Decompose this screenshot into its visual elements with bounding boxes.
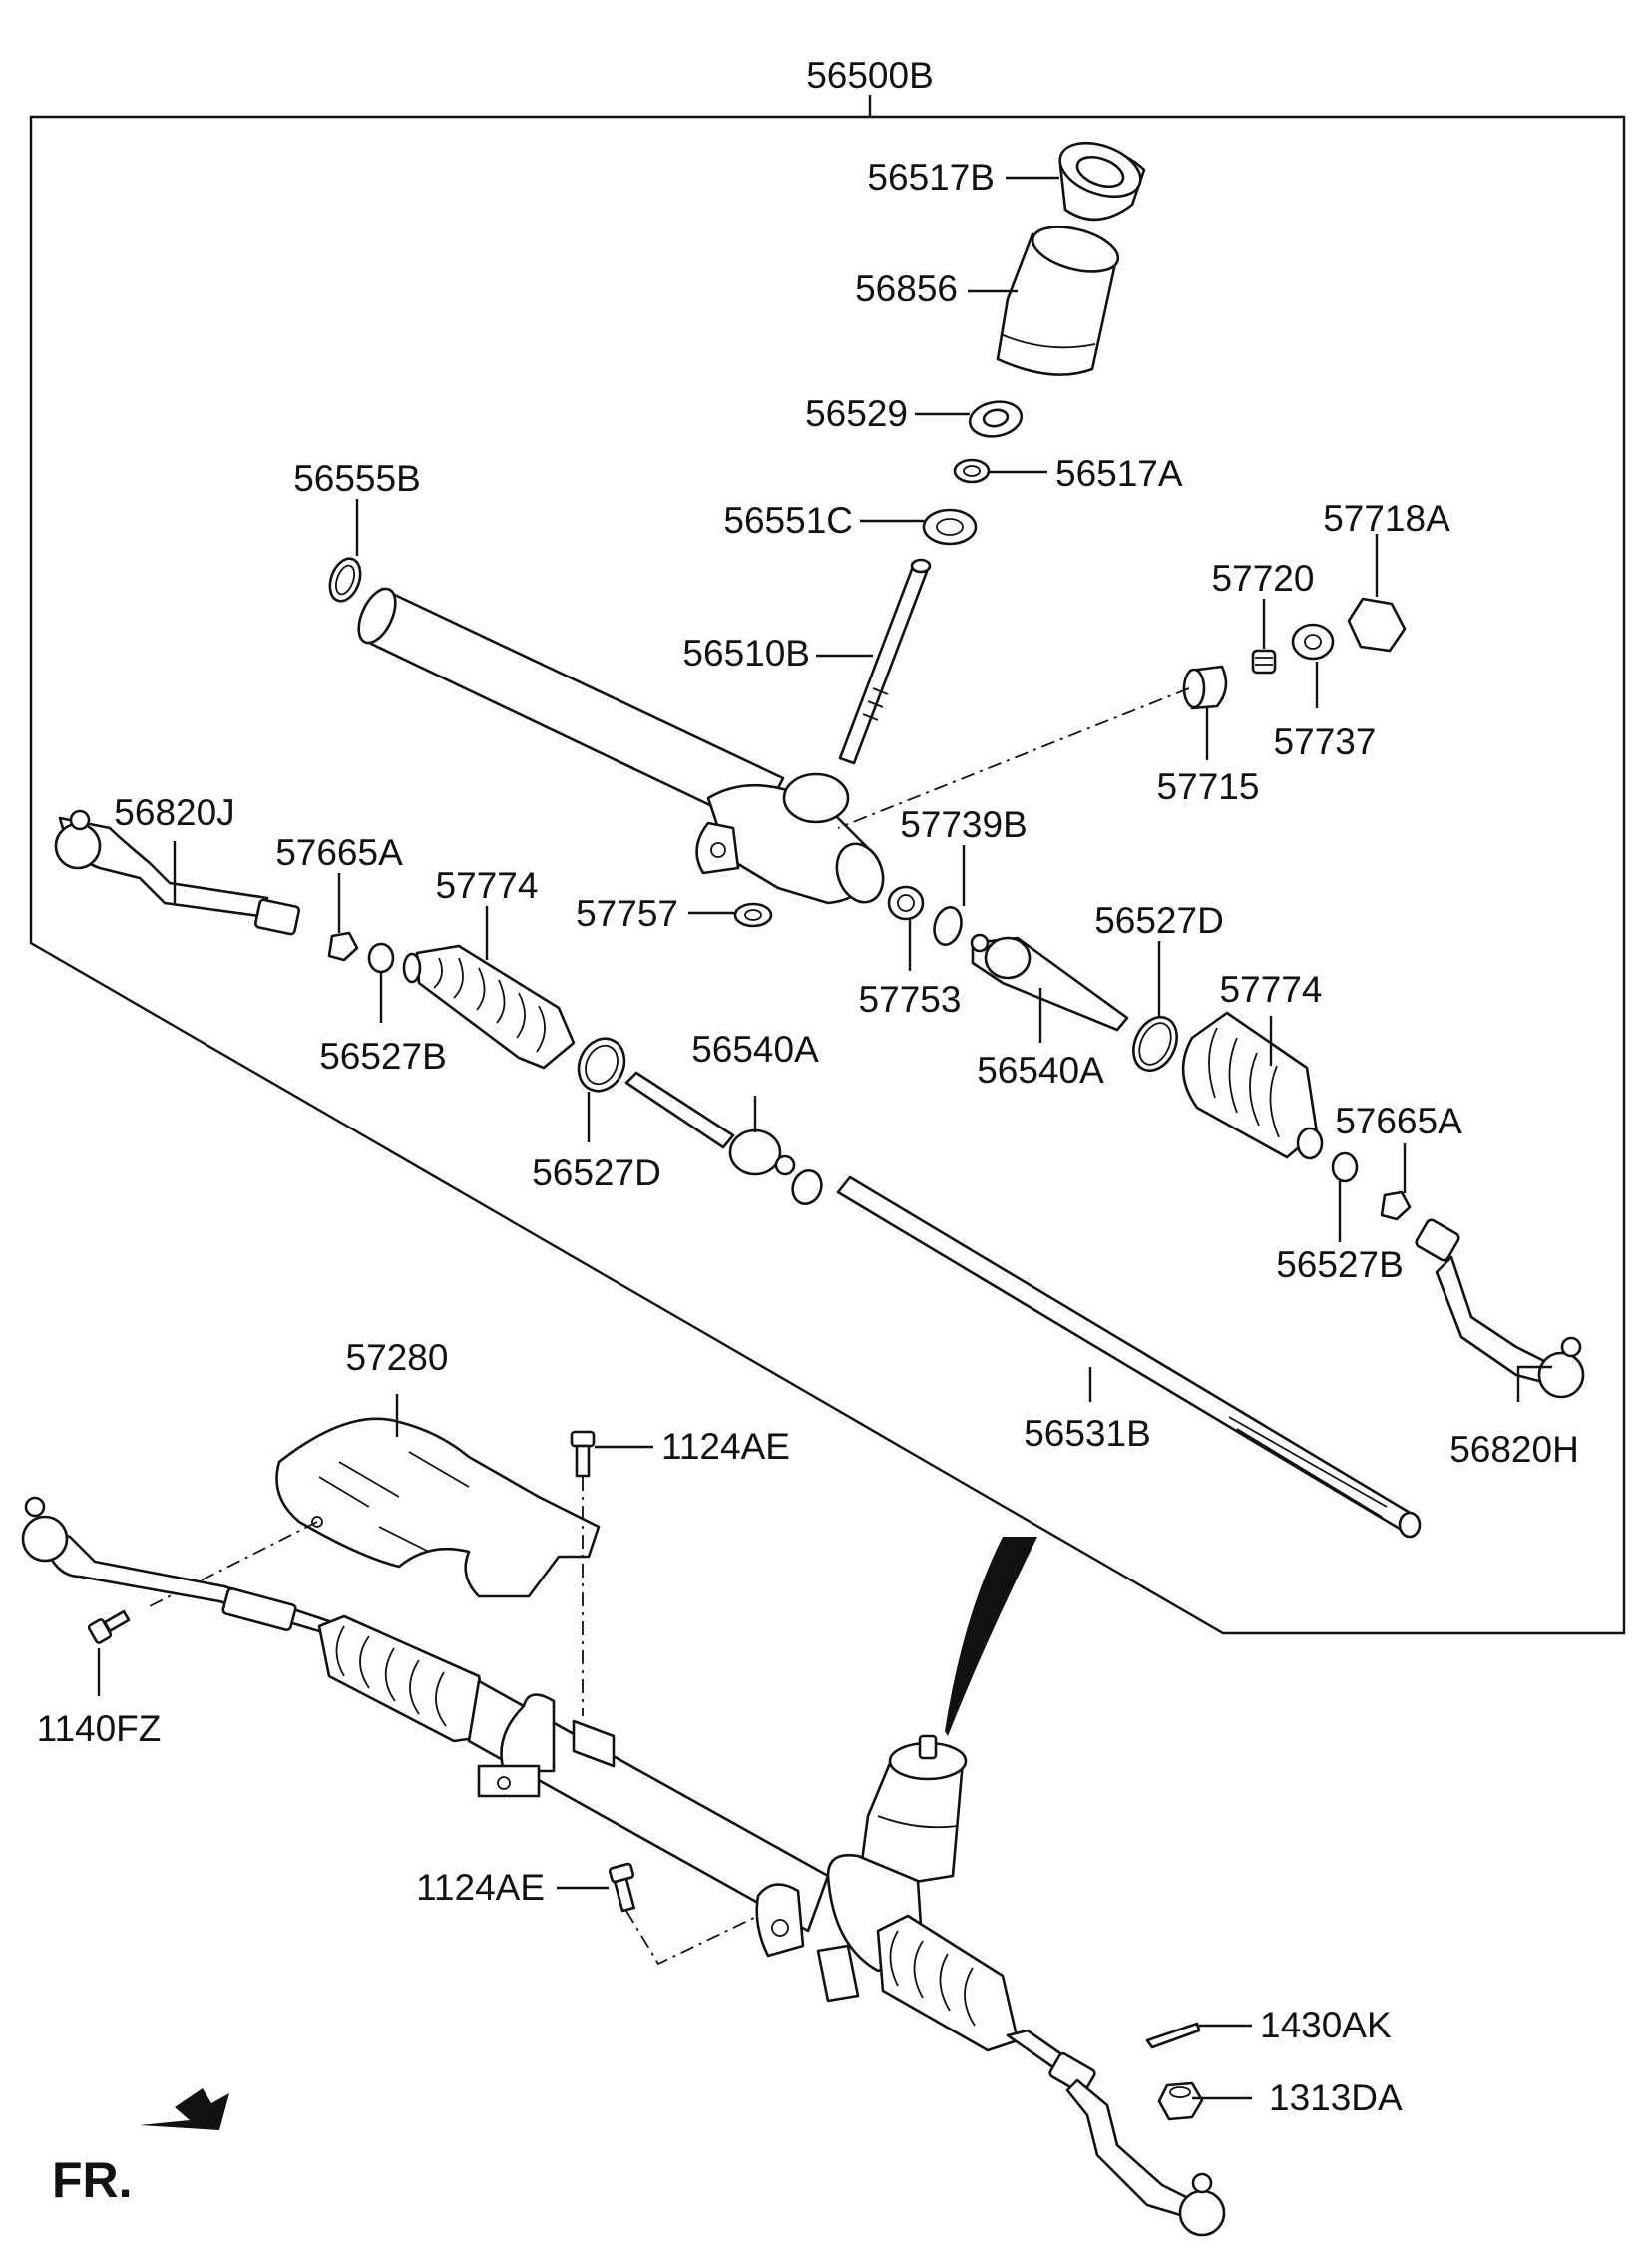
- part-1430AK-cotter-pin: [1145, 2022, 1201, 2049]
- label-57665A-left: 57665A: [275, 832, 403, 873]
- label-56500B: 56500B: [806, 55, 934, 96]
- part-57753-bushing: [887, 885, 925, 921]
- label-57753: 57753: [859, 979, 962, 1020]
- assembled-steering-gear: [21, 1496, 1226, 2237]
- label-1124AE-top: 1124AE: [661, 1426, 790, 1467]
- label-56527D-left: 56527D: [532, 1152, 661, 1193]
- bolt-bottom-axis-line: [625, 1910, 759, 1966]
- label-56555B: 56555B: [293, 458, 421, 499]
- part-rack-housing: [357, 587, 885, 905]
- part-56555B-o-ring: [328, 557, 362, 603]
- part-56856-housing: [996, 226, 1120, 376]
- part-1140FZ-bolt-left: [87, 1609, 131, 1644]
- part-56540A-inner-rod-right: [970, 933, 1129, 1032]
- part-56531B-rack-bar: [836, 1175, 1422, 1539]
- label-1124AE-bottom: 1124AE: [416, 1867, 545, 1908]
- label-57774-left: 57774: [436, 865, 539, 906]
- label-56531B: 56531B: [1024, 1413, 1151, 1454]
- label-57720: 57720: [1212, 558, 1315, 599]
- part-1313DA-castle-nut: [1157, 2081, 1204, 2121]
- part-56517A-snap-ring: [953, 458, 991, 484]
- part-56510B-pinion-shaft: [838, 558, 932, 765]
- assembly-frame: [29, 95, 1626, 1635]
- label-57774-right: 57774: [1220, 969, 1323, 1010]
- part-56517B-cover: [1058, 141, 1146, 222]
- part-56527D-band-right: [1132, 1015, 1178, 1073]
- label-57665A-right: 57665A: [1335, 1101, 1462, 1141]
- part-57665A-lock-nut-right: [1380, 1190, 1412, 1221]
- label-56540A-left: 56540A: [691, 1029, 819, 1070]
- part-1124AE-bolt-top: [570, 1430, 596, 1478]
- part-57665A-lock-nut-left: [327, 931, 359, 962]
- label-57718A: 57718A: [1323, 498, 1450, 539]
- label-56510B: 56510B: [682, 633, 810, 674]
- label-1430AK: 1430AK: [1260, 2005, 1392, 2045]
- part-57720-spring: [1251, 649, 1277, 675]
- part-labels: 56500B 56517B 56856 56529 56517A 56551C …: [37, 55, 1579, 2208]
- view-direction-pointer: [945, 1537, 1037, 1736]
- part-57739B-stop-ring: [933, 906, 963, 946]
- label-56856: 56856: [855, 268, 958, 309]
- label-57757: 57757: [576, 893, 678, 934]
- part-56551C-ring: [922, 508, 978, 546]
- part-56820H-tie-rod-end-right: [1415, 1218, 1585, 1399]
- label-56517B: 56517B: [867, 157, 995, 198]
- label-56529: 56529: [805, 393, 908, 434]
- label-1313DA: 1313DA: [1269, 2077, 1403, 2118]
- label-56527B-left: 56527B: [319, 1036, 447, 1077]
- part-56527B-clip-right: [1331, 1151, 1359, 1183]
- part-57280-heat-shield: [275, 1417, 601, 1598]
- yoke-axis-line: [837, 687, 1190, 829]
- ring-small: [791, 1169, 823, 1205]
- label-56820J: 56820J: [114, 792, 234, 833]
- part-57774-boot-right: [1181, 1011, 1324, 1160]
- label-front: FR.: [52, 2152, 133, 2208]
- part-56527B-clip-left: [367, 942, 395, 974]
- label-56820H: 56820H: [1449, 1429, 1579, 1470]
- part-57757-seal: [733, 902, 773, 928]
- label-56551C: 56551C: [723, 500, 853, 541]
- part-57737-yoke: [1291, 623, 1335, 661]
- label-57739B: 57739B: [900, 804, 1028, 845]
- leader-lines: [97, 176, 1552, 2100]
- label-56527B-right: 56527B: [1276, 1244, 1404, 1285]
- part-57715-support: [1182, 665, 1228, 710]
- label-56540A-right: 56540A: [977, 1050, 1104, 1091]
- label-57280: 57280: [346, 1337, 449, 1378]
- front-arrow-icon: [140, 2088, 229, 2130]
- label-56517A: 56517A: [1055, 453, 1183, 494]
- label-57715: 57715: [1157, 766, 1260, 807]
- part-56540A-inner-rod-left: [624, 1071, 796, 1176]
- part-57774-boot-left: [402, 944, 576, 1070]
- part-57718A-yoke-nut: [1347, 597, 1407, 653]
- label-56527D-right: 56527D: [1094, 900, 1224, 941]
- part-56529-bearing: [968, 400, 1024, 438]
- label-57737: 57737: [1274, 721, 1377, 762]
- part-56820J-tie-rod-end-left: [54, 809, 301, 936]
- label-1140FZ: 1140FZ: [37, 1708, 162, 1749]
- part-56527D-band-left: [577, 1037, 626, 1093]
- part-1124AE-bolt-bottom: [608, 1862, 635, 1913]
